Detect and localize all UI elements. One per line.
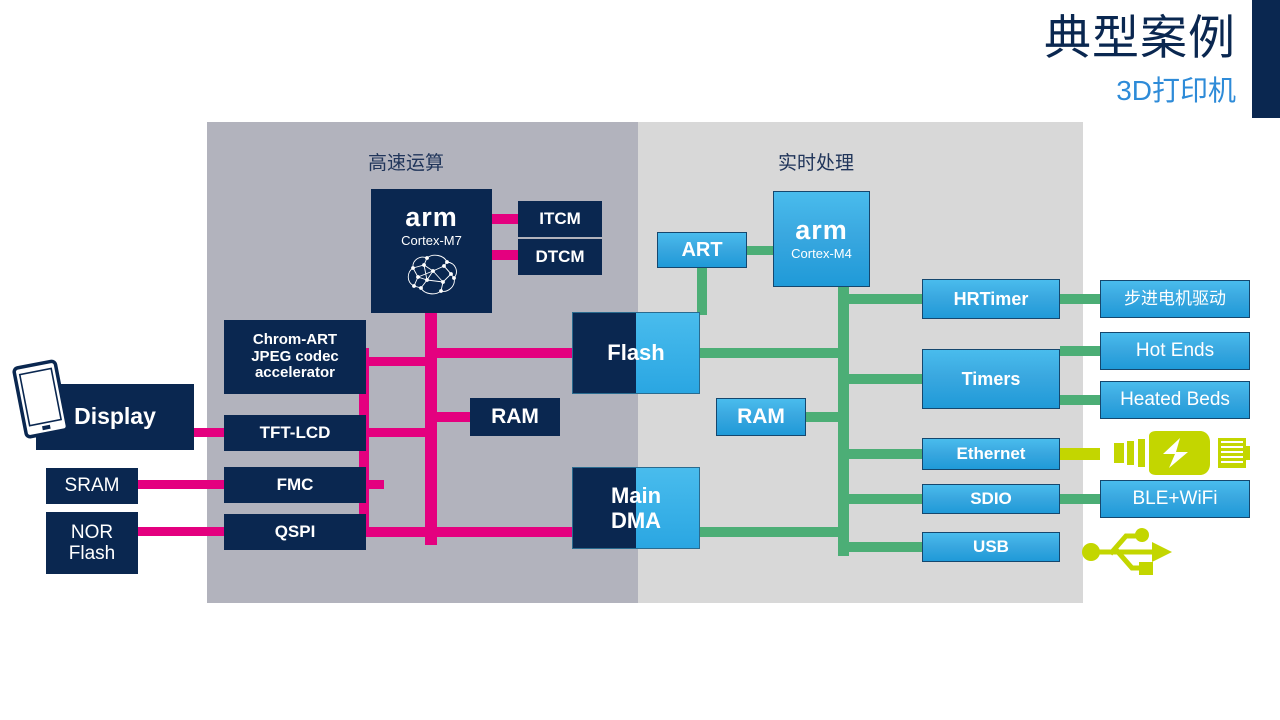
qspi-block[interactable]: QSPI	[224, 514, 366, 550]
wire-bus-to-hrtimer	[838, 294, 924, 304]
page-subtitle: 3D打印机	[1116, 75, 1236, 106]
stepper-driver-block[interactable]: 步进电机驱动	[1100, 280, 1250, 318]
wire-display-to-tftlcd	[194, 428, 236, 437]
hot-ends-block[interactable]: Hot Ends	[1100, 332, 1250, 370]
fmc-block[interactable]: FMC	[224, 467, 366, 503]
maindma-m7-half	[573, 468, 636, 548]
m7-ram-block[interactable]: RAM	[470, 398, 560, 436]
main-dma-label: Main DMA	[610, 482, 662, 533]
flash-block[interactable]: Flash	[572, 312, 700, 394]
dtcm-block[interactable]: DTCM	[518, 239, 602, 275]
wire-bus-to-usb	[838, 542, 924, 552]
ethernet-block[interactable]: Ethernet	[922, 438, 1060, 470]
wire-m7-to-itcm	[492, 214, 518, 224]
wire-hrtimer-to-stepper	[1060, 294, 1100, 304]
maindma-m4-half	[636, 468, 699, 548]
cortex-m4-label: Cortex-M4	[791, 245, 852, 261]
brain-network-icon	[407, 255, 457, 295]
nor-flash-block[interactable]: NOR Flash	[46, 512, 138, 574]
wire-ethernet-to-connector	[1060, 448, 1100, 460]
usb-icon	[1082, 528, 1172, 575]
wire-m4ram-to-bus	[800, 412, 844, 422]
cortex-m4-block[interactable]: arm Cortex-M4	[773, 191, 870, 287]
main-dma-block[interactable]: Main DMA	[572, 467, 700, 549]
wire-bus-to-m7ram	[432, 412, 474, 422]
wire-timers-to-heatedbeds	[1060, 395, 1100, 405]
wire-sdio-to-blewifi	[1060, 494, 1100, 504]
arm-wordmark-m7: arm	[405, 201, 458, 232]
wire-m7-to-flash	[425, 348, 575, 358]
wire-sram-to-fmc	[138, 480, 236, 489]
wire-maindma-to-m4bus	[700, 527, 842, 537]
wire-timers-to-hotends	[1060, 346, 1100, 356]
sram-block[interactable]: SRAM	[46, 468, 138, 504]
wire-bus-to-ethernet	[838, 449, 924, 459]
cortex-m7-label: Cortex-M7	[401, 232, 462, 248]
m7-bus-vertical-main	[425, 312, 437, 545]
panel-left-title: 高速运算	[368, 153, 445, 174]
heated-beds-block[interactable]: Heated Beds	[1100, 381, 1250, 419]
wire-art-to-flash	[697, 255, 707, 315]
ethernet-connector-icon	[1114, 431, 1250, 475]
tablet-icon	[12, 359, 70, 439]
wire-bus-to-timers	[838, 374, 924, 384]
wire-chromart-to-bus	[366, 357, 428, 366]
chrom-art-block[interactable]: Chrom-ART JPEG codec accelerator	[224, 320, 366, 394]
m4-ram-block[interactable]: RAM	[716, 398, 806, 436]
wire-qspi-to-maindma	[366, 527, 578, 537]
hrtimer-block[interactable]: HRTimer	[922, 279, 1060, 319]
timers-block[interactable]: Timers	[922, 349, 1060, 409]
cortex-m7-block[interactable]: arm Cortex-M7	[371, 189, 492, 313]
wire-art-to-m4	[744, 246, 776, 255]
usb-block[interactable]: USB	[922, 532, 1060, 562]
wire-fmc-to-bus	[366, 480, 384, 489]
flash-label: Flash	[607, 340, 665, 366]
wire-m7-to-dtcm	[492, 250, 518, 260]
page-title: 典型案例	[1044, 11, 1236, 64]
wire-norflash-to-qspi	[138, 527, 236, 536]
header-accent-bar	[1252, 0, 1280, 118]
sdio-block[interactable]: SDIO	[922, 484, 1060, 514]
art-block[interactable]: ART	[657, 232, 747, 268]
wire-bus-to-sdio	[838, 494, 924, 504]
tft-lcd-block[interactable]: TFT-LCD	[224, 415, 366, 451]
wire-tftlcd-to-bus	[366, 428, 428, 437]
panel-right-title: 实时处理	[778, 153, 855, 174]
itcm-block[interactable]: ITCM	[518, 201, 602, 237]
arm-wordmark-m4: arm	[795, 214, 848, 245]
wire-flash-to-m4bus	[700, 348, 842, 358]
ble-wifi-block[interactable]: BLE+WiFi	[1100, 480, 1250, 518]
flash-m7-half	[573, 313, 636, 393]
flash-m4-half	[636, 313, 699, 393]
